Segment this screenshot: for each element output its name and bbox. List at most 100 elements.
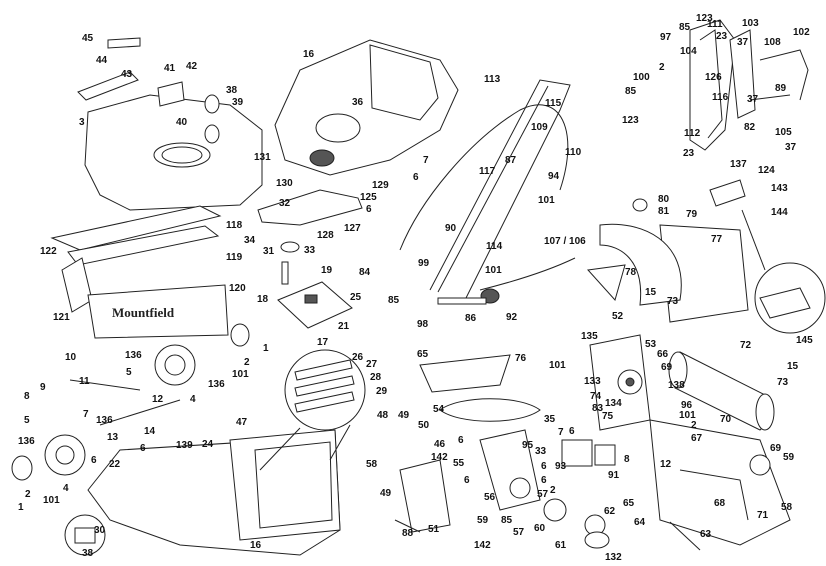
callout-101b: 101 [485,265,502,276]
callout-47: 47 [236,417,248,428]
callout-101f: 101 [43,495,60,506]
callout-6h: 6 [541,461,547,472]
callout-113: 113 [484,74,501,85]
callout-103: 103 [742,18,759,29]
callout-44: 44 [96,55,108,66]
callout-2e: 2 [550,485,556,496]
callout-85d: 85 [501,515,513,526]
bolt-88 [394,519,421,533]
callout-104: 104 [680,46,697,57]
callout-14: 14 [144,426,156,437]
callout-144: 144 [771,207,788,218]
bolt-80 [632,198,648,212]
belt-54 [439,398,541,422]
callout-136: 136 [125,350,142,361]
callout-100: 100 [633,72,650,83]
plate-21 [277,281,353,329]
blade-34 [257,189,363,226]
callout-42: 42 [186,61,198,72]
callout-7: 7 [423,155,429,166]
callout-37c: 37 [785,142,797,153]
callout-15b: 15 [787,361,799,372]
spring-63 [669,521,701,551]
callout-6c: 6 [140,443,146,454]
callout-11: 11 [79,376,90,387]
callout-67: 67 [691,433,703,444]
callout-27: 27 [366,359,378,370]
callout-138: 138 [668,380,685,391]
callout-129: 129 [372,180,389,191]
callout-59: 59 [477,515,489,526]
callout-57b: 57 [513,527,525,538]
callout-13: 13 [107,432,119,443]
callout-93: 93 [555,461,567,472]
callout-59b: 59 [783,452,795,463]
callout-86: 86 [465,313,477,324]
detail-circle-145 [754,262,826,334]
callout-12: 12 [152,394,164,405]
callout-139: 139 [176,440,193,451]
cable-107 [479,257,576,291]
callout-34: 34 [244,235,256,246]
callout-6g: 6 [464,475,470,486]
callout-88: 88 [402,528,414,539]
bracket-143 [709,179,746,207]
chassis-motor-opening [153,142,211,168]
callout-134: 134 [605,398,622,409]
callout-73: 73 [667,296,679,307]
callout-102: 102 [793,27,810,38]
callout-22: 22 [109,459,121,470]
callout-101d: 101 [679,410,696,421]
callout-9: 9 [40,382,46,393]
cap-1-lower [11,455,33,481]
callout-110: 110 [565,147,582,158]
callout-62: 62 [604,506,616,517]
callout-83: 83 [592,403,604,414]
callout-10: 10 [65,352,77,363]
callout-55: 55 [453,458,465,469]
callout-111: 111 [707,19,723,30]
callout-5: 5 [126,367,132,378]
callout-48: 48 [377,410,389,421]
callout-8b: 8 [624,454,630,465]
callout-5b: 5 [24,415,30,426]
callout-28: 28 [370,372,382,383]
callout-122: 122 [40,246,57,257]
handle-tube [429,79,571,301]
callout-80: 80 [658,194,670,205]
callout-8: 8 [24,391,30,402]
callout-2d: 2 [25,489,31,500]
callout-71: 71 [757,510,769,521]
pulley-60 [543,498,567,522]
chassis-body [84,94,263,211]
deck-housing [274,39,459,176]
callout-108: 108 [764,37,781,48]
callout-112: 112 [684,128,701,139]
callout-24: 24 [202,439,214,450]
callout-123b: 123 [622,115,639,126]
callout-4b: 4 [63,483,69,494]
callout-7b: 7 [83,409,89,420]
callout-41: 41 [164,63,176,74]
spring-31 [281,261,289,285]
callout-74: 74 [590,391,602,402]
bracket-121 [61,257,93,313]
frame-70 [649,419,791,546]
callout-18: 18 [257,294,269,305]
bush-40 [204,124,220,144]
callout-69: 69 [661,362,673,373]
callout-121: 121 [53,312,70,323]
callout-136c: 136 [96,415,113,426]
callout-132: 132 [605,552,622,563]
rod-89 [749,94,791,101]
callout-6: 6 [413,172,419,183]
callout-101e: 101 [232,369,249,380]
rod-12 [99,399,181,426]
callout-6d: 6 [91,455,97,466]
callout-53: 53 [645,339,657,350]
pulley-56 [509,477,531,499]
callout-57: 57 [537,489,549,500]
callout-94: 94 [548,171,560,182]
callout-60: 60 [534,523,546,534]
